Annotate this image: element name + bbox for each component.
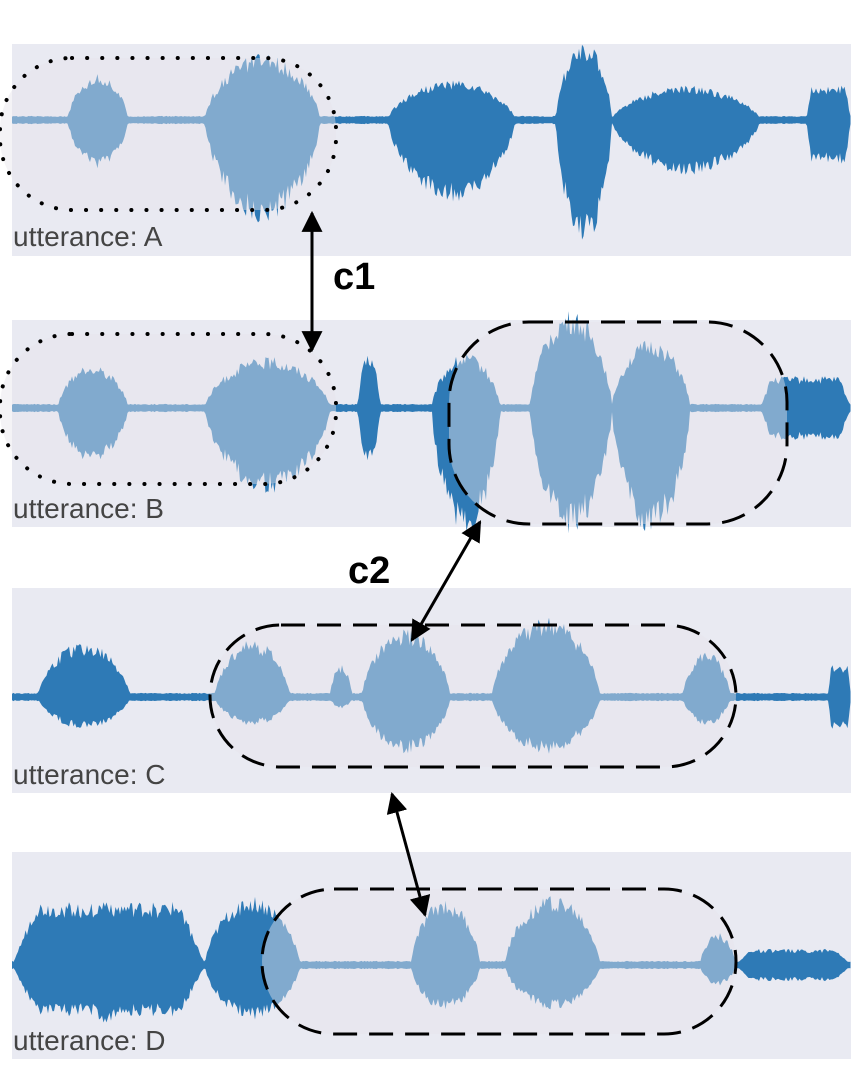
waveform-shape bbox=[12, 311, 851, 534]
panel-label-b: utterance: B bbox=[13, 493, 164, 524]
panel-label-a: utterance: A bbox=[13, 221, 163, 252]
connection-label-c1: c1 bbox=[333, 256, 375, 298]
panel-label-c: utterance: C bbox=[13, 759, 166, 790]
highlight-region-d bbox=[260, 887, 738, 1036]
panel-b-background bbox=[12, 320, 851, 527]
waveform-d bbox=[12, 896, 851, 1023]
connection-label-c2: c2 bbox=[348, 550, 390, 592]
waveform-a bbox=[12, 44, 851, 240]
arrow-c2 bbox=[410, 520, 482, 642]
waveform-shape bbox=[12, 617, 851, 754]
waveform-b bbox=[12, 311, 851, 534]
highlight-region-b-right bbox=[447, 320, 789, 526]
highlight-region-c bbox=[208, 623, 738, 769]
waveform-shape bbox=[12, 896, 851, 1023]
waveform-c bbox=[12, 617, 851, 754]
arrow-c3 bbox=[386, 791, 431, 918]
highlight-region-b-left bbox=[0, 332, 338, 486]
highlight-region-a bbox=[0, 56, 338, 212]
panel-label-d: utterance: D bbox=[13, 1025, 166, 1056]
waveform-shape bbox=[12, 44, 851, 240]
